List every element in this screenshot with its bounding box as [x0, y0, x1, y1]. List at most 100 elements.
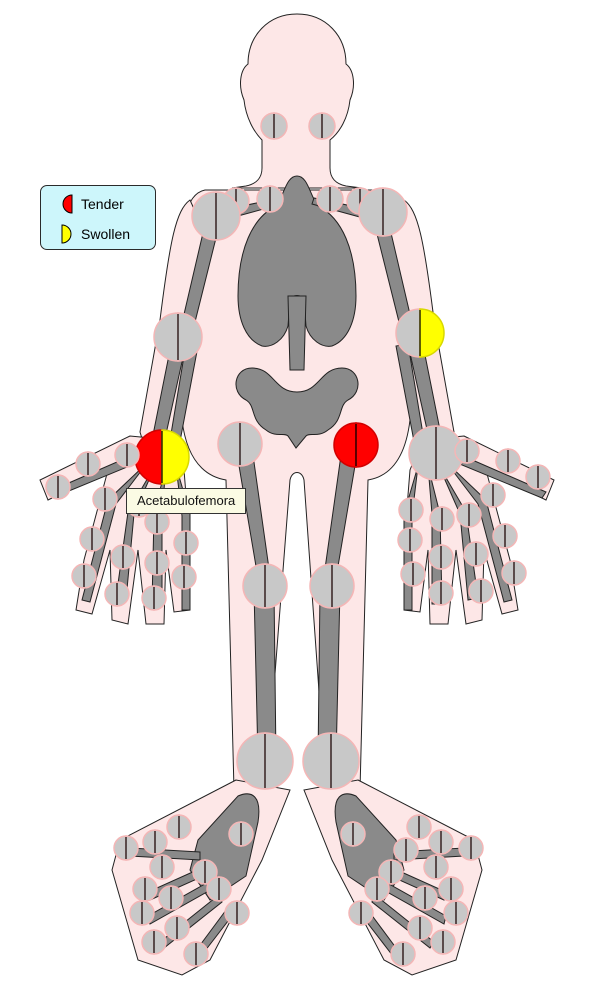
- joint-left-half[interactable]: [456, 502, 470, 528]
- joint-left-half[interactable]: [110, 544, 124, 570]
- elbow-right[interactable]: [153, 312, 203, 362]
- joint-right-half[interactable]: [466, 438, 480, 464]
- joint-right-half[interactable]: [468, 502, 482, 528]
- joint-left-half[interactable]: [153, 312, 179, 362]
- joint-left-half[interactable]: [525, 464, 539, 490]
- joint-left-half[interactable]: [224, 900, 238, 926]
- joint-right-half[interactable]: [355, 422, 379, 468]
- hand-right-joints-13[interactable]: [173, 530, 199, 556]
- hand-left-joints-7[interactable]: [456, 502, 482, 528]
- joint-right-half[interactable]: [87, 451, 101, 477]
- hand-right-joints-9[interactable]: [104, 581, 130, 607]
- joint-left-half[interactable]: [428, 544, 442, 570]
- joint-right-half[interactable]: [141, 900, 155, 926]
- joint-left-half[interactable]: [228, 821, 242, 847]
- joint-left-half[interactable]: [166, 814, 180, 840]
- joint-right-half[interactable]: [475, 541, 489, 567]
- joint-right-half[interactable]: [410, 497, 424, 523]
- joint-left-half[interactable]: [129, 900, 143, 926]
- joint-right-half[interactable]: [321, 112, 336, 140]
- joint-left-half[interactable]: [302, 732, 332, 790]
- foot-right-joints-12[interactable]: [224, 900, 250, 926]
- joint-right-half[interactable]: [264, 563, 288, 609]
- joint-left-half[interactable]: [454, 438, 468, 464]
- joint-left-half[interactable]: [92, 486, 106, 512]
- joint-left-half[interactable]: [149, 854, 163, 880]
- foot-left-joints-10[interactable]: [443, 900, 469, 926]
- joint-left-half[interactable]: [113, 835, 127, 861]
- joint-right-half[interactable]: [470, 835, 484, 861]
- joint-left-half[interactable]: [501, 560, 515, 586]
- joint-left-half[interactable]: [458, 835, 472, 861]
- hand-left-joints-13[interactable]: [398, 497, 424, 523]
- sternoclavicular-right[interactable]: [256, 185, 284, 213]
- joint-left-half[interactable]: [423, 854, 437, 880]
- joint-right-half[interactable]: [57, 474, 71, 500]
- wrist-right[interactable]: [134, 429, 190, 485]
- foot-left-joints-8[interactable]: [438, 876, 464, 902]
- temporomandibular-right[interactable]: [260, 112, 288, 140]
- joint-right-half[interactable]: [264, 732, 294, 790]
- joint-left-half[interactable]: [358, 187, 384, 237]
- joint-right-half[interactable]: [125, 835, 139, 861]
- joint-right-half[interactable]: [170, 885, 184, 911]
- wrist-left[interactable]: [408, 425, 464, 481]
- hand-right-joints-3[interactable]: [114, 442, 140, 468]
- joint-left-half[interactable]: [206, 876, 220, 902]
- knee-left[interactable]: [309, 563, 355, 609]
- hand-right-joints-4[interactable]: [92, 486, 118, 512]
- joint-right-half[interactable]: [195, 941, 209, 967]
- joint-left-half[interactable]: [158, 885, 172, 911]
- joint-left-half[interactable]: [75, 451, 89, 477]
- foot-left-joints-1[interactable]: [340, 821, 366, 847]
- joint-right-half[interactable]: [492, 482, 506, 508]
- joint-left-half[interactable]: [364, 876, 378, 902]
- hand-left-joints-2[interactable]: [495, 448, 521, 474]
- foot-right-joints-11[interactable]: [164, 915, 190, 941]
- joint-right-half[interactable]: [419, 915, 433, 941]
- hand-left-joints-3[interactable]: [454, 438, 480, 464]
- joint-left-half[interactable]: [242, 563, 266, 609]
- joint-right-half[interactable]: [153, 585, 167, 611]
- joint-right-half[interactable]: [537, 464, 551, 490]
- foot-right-joints-10[interactable]: [129, 900, 155, 926]
- hand-left-joints-8[interactable]: [463, 541, 489, 567]
- joint-left-half[interactable]: [393, 837, 407, 863]
- hand-right-joints-11[interactable]: [144, 550, 170, 576]
- elbow-left[interactable]: [395, 308, 445, 358]
- joint-left-half[interactable]: [144, 550, 158, 576]
- joint-left-half[interactable]: [395, 308, 421, 358]
- ankle-left[interactable]: [302, 732, 360, 790]
- hand-left-joints-15[interactable]: [400, 561, 426, 587]
- joint-left-half[interactable]: [407, 915, 421, 941]
- joint-left-half[interactable]: [406, 814, 420, 840]
- joint-right-half[interactable]: [442, 929, 456, 955]
- foot-right-joints-13[interactable]: [141, 929, 167, 955]
- joint-right-half[interactable]: [183, 564, 197, 590]
- joint-right-half[interactable]: [455, 900, 469, 926]
- joint-left-half[interactable]: [316, 185, 331, 213]
- joint-right-half[interactable]: [405, 837, 419, 863]
- hand-right-joints-8[interactable]: [110, 544, 136, 570]
- foot-left-joints-3[interactable]: [428, 829, 454, 855]
- foot-right-joints-4[interactable]: [166, 814, 192, 840]
- joint-left-half[interactable]: [142, 829, 156, 855]
- foot-left-joints-2[interactable]: [458, 835, 484, 861]
- joint-right-half[interactable]: [161, 429, 190, 485]
- hand-right-joints-1[interactable]: [45, 474, 71, 500]
- joint-left-half[interactable]: [430, 929, 444, 955]
- joint-left-half[interactable]: [236, 732, 266, 790]
- joint-left-half[interactable]: [71, 563, 85, 589]
- joint-left-half[interactable]: [480, 482, 494, 508]
- joint-left-half[interactable]: [428, 829, 442, 855]
- joint-left-half[interactable]: [492, 523, 506, 549]
- joint-left-half[interactable]: [309, 563, 333, 609]
- joint-left-half[interactable]: [340, 821, 354, 847]
- joint-right-half[interactable]: [352, 821, 366, 847]
- joint-left-half[interactable]: [495, 448, 509, 474]
- foot-left-joints-14[interactable]: [430, 929, 456, 955]
- joint-right-half[interactable]: [153, 929, 167, 955]
- joint-right-half[interactable]: [215, 191, 241, 241]
- joint-left-half[interactable]: [173, 530, 187, 556]
- joint-right-half[interactable]: [176, 915, 190, 941]
